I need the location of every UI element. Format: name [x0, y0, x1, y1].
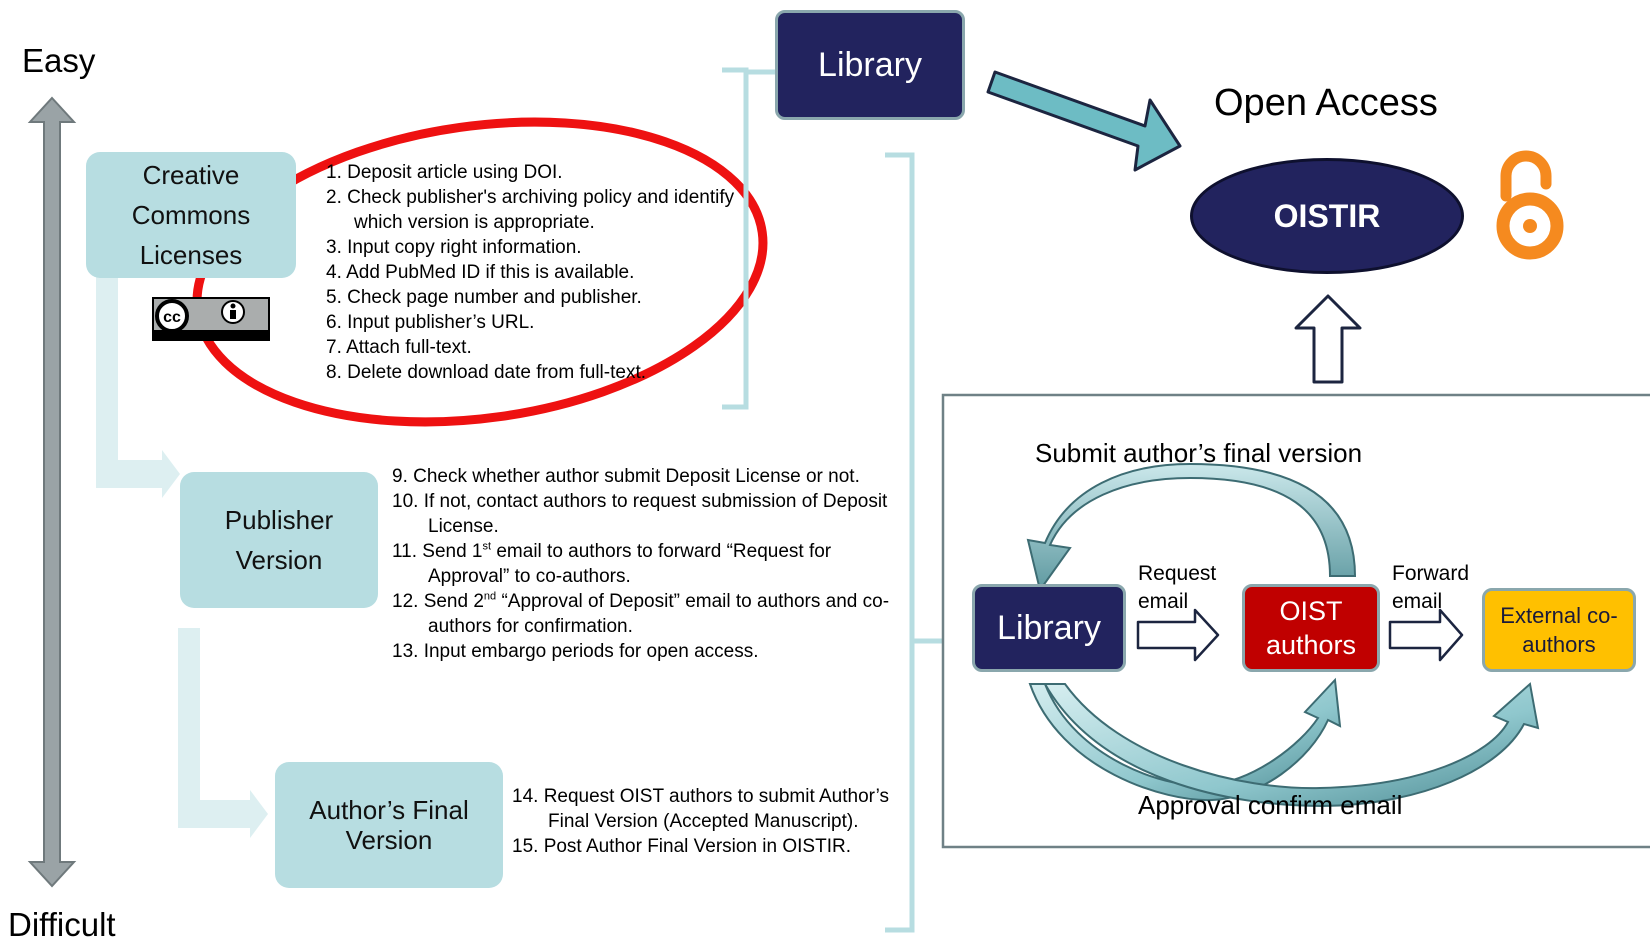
level-publisher-version-label: Publisher Version	[224, 505, 334, 575]
list-item: 10. If not, contact authors to request s…	[392, 491, 888, 537]
axis-easy-label: Easy	[22, 42, 96, 79]
list-item: 4. Add PubMed ID if this is available.	[326, 262, 635, 283]
level-authors-final-version: Author’s Final Version	[275, 762, 503, 888]
list-item: 9. Check whether author submit Deposit L…	[392, 466, 860, 487]
open-access-label: Open Access	[1214, 82, 1438, 124]
request-arrow	[1136, 608, 1220, 662]
list-item: 6. Input publisher’s URL.	[326, 312, 535, 333]
level-publisher-version: Publisher Version	[180, 472, 378, 608]
approval-curve-arrows	[1028, 677, 1540, 808]
list-item: 12. Send 2nd “Approval of Deposit” email…	[392, 590, 890, 637]
steps-creative-commons: 1. Deposit article using DOI. 2. Check p…	[326, 160, 736, 385]
list-item: 7. Attach full-text.	[326, 337, 472, 358]
library-to-oa-arrow	[986, 70, 1182, 172]
library-top-box: Library	[775, 10, 965, 120]
external-coauthors-box: External co-authors	[1482, 588, 1636, 672]
list-item: 2. Check publisher's archiving policy an…	[326, 187, 735, 233]
list-item: 11. Send 1st email to authors to forward…	[392, 540, 832, 587]
request-email-label: Request email	[1138, 562, 1217, 613]
workflow-to-oistir-arrow	[1294, 294, 1362, 384]
steps-authors-final-version: 14. Request OIST authors to submit Autho…	[512, 784, 912, 859]
list-item: 13. Input embargo periods for open acces…	[392, 641, 759, 662]
difficulty-axis-arrow	[27, 96, 77, 888]
bracket-library	[722, 67, 775, 410]
list-item: 1. Deposit article using DOI.	[326, 162, 563, 183]
submit-final-version-label: Submit author’s final version	[1035, 438, 1363, 468]
bracket-workflow	[885, 152, 944, 933]
workflow-panel	[941, 393, 1650, 849]
open-access-lock-icon	[1496, 150, 1564, 260]
level-connector-arrows	[96, 275, 268, 838]
approval-confirm-label: Approval confirm email	[1138, 790, 1403, 820]
list-item: 8. Delete download date from full-text.	[326, 362, 647, 383]
cc-by-badge: cc	[152, 297, 270, 341]
forward-email-label: Forward email	[1392, 562, 1470, 613]
oist-authors-box: OIST authors	[1242, 584, 1380, 672]
workflow-library-box: Library	[972, 584, 1126, 672]
list-item: 3. Input copy right information.	[326, 237, 582, 258]
oistir-ellipse: OISTIR	[1190, 158, 1464, 274]
level-creative-commons-label: Creative Commons Licenses	[131, 160, 251, 270]
forward-arrow	[1388, 608, 1464, 662]
list-item: 5. Check page number and publisher.	[326, 287, 642, 308]
level-authors-final-version-label: Author’s Final Version	[309, 795, 469, 855]
list-item: 14. Request OIST authors to submit Autho…	[512, 786, 890, 832]
svg-text:cc: cc	[163, 309, 181, 326]
submit-curve-arrow	[1026, 462, 1357, 593]
level-creative-commons: Creative Commons Licenses	[86, 152, 296, 278]
steps-publisher-version: 9. Check whether author submit Deposit L…	[392, 464, 900, 664]
axis-difficult-label: Difficult	[8, 906, 116, 943]
list-item: 15. Post Author Final Version in OISTIR.	[512, 836, 851, 857]
